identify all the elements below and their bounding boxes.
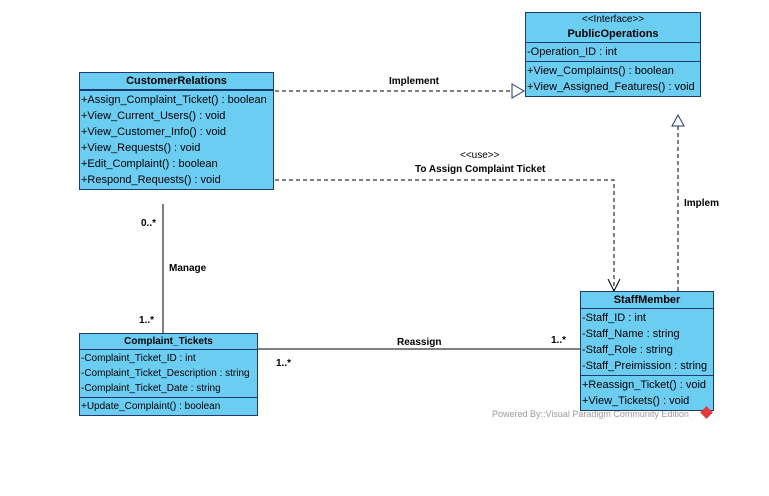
- operation-row: +Respond_Requests() : void: [81, 174, 221, 186]
- attributes-section: -Staff_ID : int -Staff_Name : string -St…: [581, 309, 713, 376]
- interface-header: <<Interface>> PublicOperations: [526, 13, 700, 43]
- attribute-row: -Operation_ID : int: [527, 46, 617, 58]
- manage-multiplicity-top: 0..*: [141, 218, 157, 229]
- class-customer-relations[interactable]: CustomerRelations +Assign_Complaint_Tick…: [79, 72, 274, 190]
- manage-multiplicity-bottom: 1..*: [139, 315, 155, 326]
- attribute-row: -Staff_Preimission : string: [582, 360, 708, 372]
- operation-row: +Reassign_Ticket() : void: [582, 379, 707, 391]
- use-stereotype-label: <<use>>: [460, 150, 500, 161]
- operation-row: +View_Assigned_Features() : void: [527, 81, 695, 93]
- operations-section: +Reassign_Ticket() : void +View_Tickets(…: [581, 376, 713, 410]
- attribute-row: -Staff_Role : string: [582, 344, 673, 356]
- operations-section: +Update_Complaint() : boolean: [80, 398, 257, 415]
- operation-row: +View_Requests() : void: [81, 142, 201, 154]
- operation-row: +Update_Complaint() : boolean: [81, 401, 221, 412]
- class-name: CustomerRelations: [80, 73, 273, 90]
- attributes-section: -Operation_ID : int: [526, 43, 700, 62]
- operation-row: +Edit_Complaint() : boolean: [81, 158, 218, 170]
- attribute-row: -Complaint_Ticket_ID : int: [81, 353, 196, 364]
- attributes-section: [80, 90, 273, 91]
- reassign-multiplicity-left: 1..*: [276, 358, 292, 369]
- attribute-row: -Complaint_Ticket_Description : string: [81, 368, 250, 379]
- use-dependency-line: [275, 179, 615, 291]
- implem-arrowhead: [671, 113, 685, 127]
- class-staff-member[interactable]: StaffMember -Staff_ID : int -Staff_Name …: [580, 291, 714, 411]
- class-name: StaffMember: [581, 292, 713, 309]
- operation-row: +View_Current_Users() : void: [81, 110, 226, 122]
- class-name: Complaint_Tickets: [80, 334, 257, 350]
- operations-section: +Assign_Complaint_Ticket() : boolean +Vi…: [80, 91, 273, 189]
- operation-row: +View_Complaints() : boolean: [527, 65, 674, 77]
- implement-arrowhead: [511, 83, 525, 99]
- reassign-label: Reassign: [397, 337, 442, 348]
- interface-public-operations[interactable]: <<Interface>> PublicOperations -Operatio…: [525, 12, 701, 97]
- operation-row: +View_Tickets() : void: [582, 395, 690, 407]
- class-complaint-tickets[interactable]: Complaint_Tickets -Complaint_Ticket_ID :…: [79, 333, 258, 416]
- reassign-multiplicity-right: 1..*: [551, 335, 567, 346]
- interface-name: PublicOperations: [567, 28, 659, 40]
- operations-section: +View_Complaints() : boolean +View_Assig…: [526, 62, 700, 96]
- implement-label: Implement: [389, 76, 440, 87]
- operation-row: +Assign_Complaint_Ticket() : boolean: [81, 94, 267, 106]
- watermark-text: Powered By::Visual Paradigm Community Ed…: [492, 409, 689, 419]
- attribute-row: -Complaint_Ticket_Date : string: [81, 383, 221, 394]
- attribute-row: -Staff_ID : int: [582, 312, 646, 324]
- attribute-row: -Staff_Name : string: [582, 328, 680, 340]
- attributes-section: -Complaint_Ticket_ID : int -Complaint_Ti…: [80, 350, 257, 398]
- manage-label: Manage: [169, 263, 207, 274]
- operation-row: +View_Customer_Info() : void: [81, 126, 227, 138]
- interface-stereotype: <<Interface>>: [581, 14, 645, 25]
- use-label: To Assign Complaint Ticket: [415, 164, 546, 175]
- implem-label: Implem: [684, 198, 720, 209]
